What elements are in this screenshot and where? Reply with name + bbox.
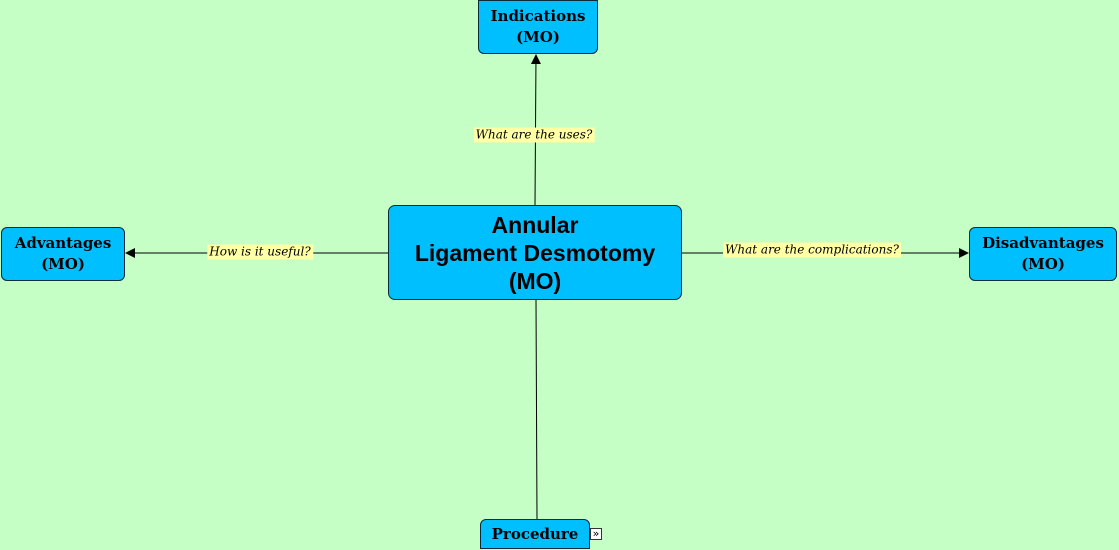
- disadvantages-line1: Disadvantages: [982, 234, 1104, 252]
- indications-node[interactable]: Indications (MO): [478, 0, 598, 54]
- indications-line1: Indications: [490, 7, 586, 25]
- procedure-node[interactable]: Procedure: [480, 519, 590, 549]
- double-chevron-right-icon[interactable]: »: [590, 528, 602, 540]
- advantages-node[interactable]: Advantages (MO): [1, 227, 125, 281]
- procedure-label: Procedure: [491, 524, 579, 543]
- disadvantages-node[interactable]: Disadvantages (MO): [969, 227, 1117, 281]
- central-topic-line2: Ligament Desmotomy: [414, 239, 656, 266]
- disadvantages-line2: (MO): [1021, 255, 1065, 273]
- central-topic-line1: Annular: [491, 211, 579, 238]
- advantages-line1: Advantages: [14, 234, 112, 252]
- advantages-line2: (MO): [41, 255, 85, 273]
- link-label-uses: What are the uses?: [473, 127, 595, 143]
- link-label-complications: What are the complications?: [723, 242, 901, 258]
- link-procedure: [535, 299, 538, 520]
- link-label-useful: How is it useful?: [207, 244, 313, 260]
- central-topic-node[interactable]: Annular Ligament Desmotomy (MO): [388, 205, 682, 300]
- central-topic-line3: (MO): [508, 267, 562, 294]
- indications-line2: (MO): [516, 28, 560, 46]
